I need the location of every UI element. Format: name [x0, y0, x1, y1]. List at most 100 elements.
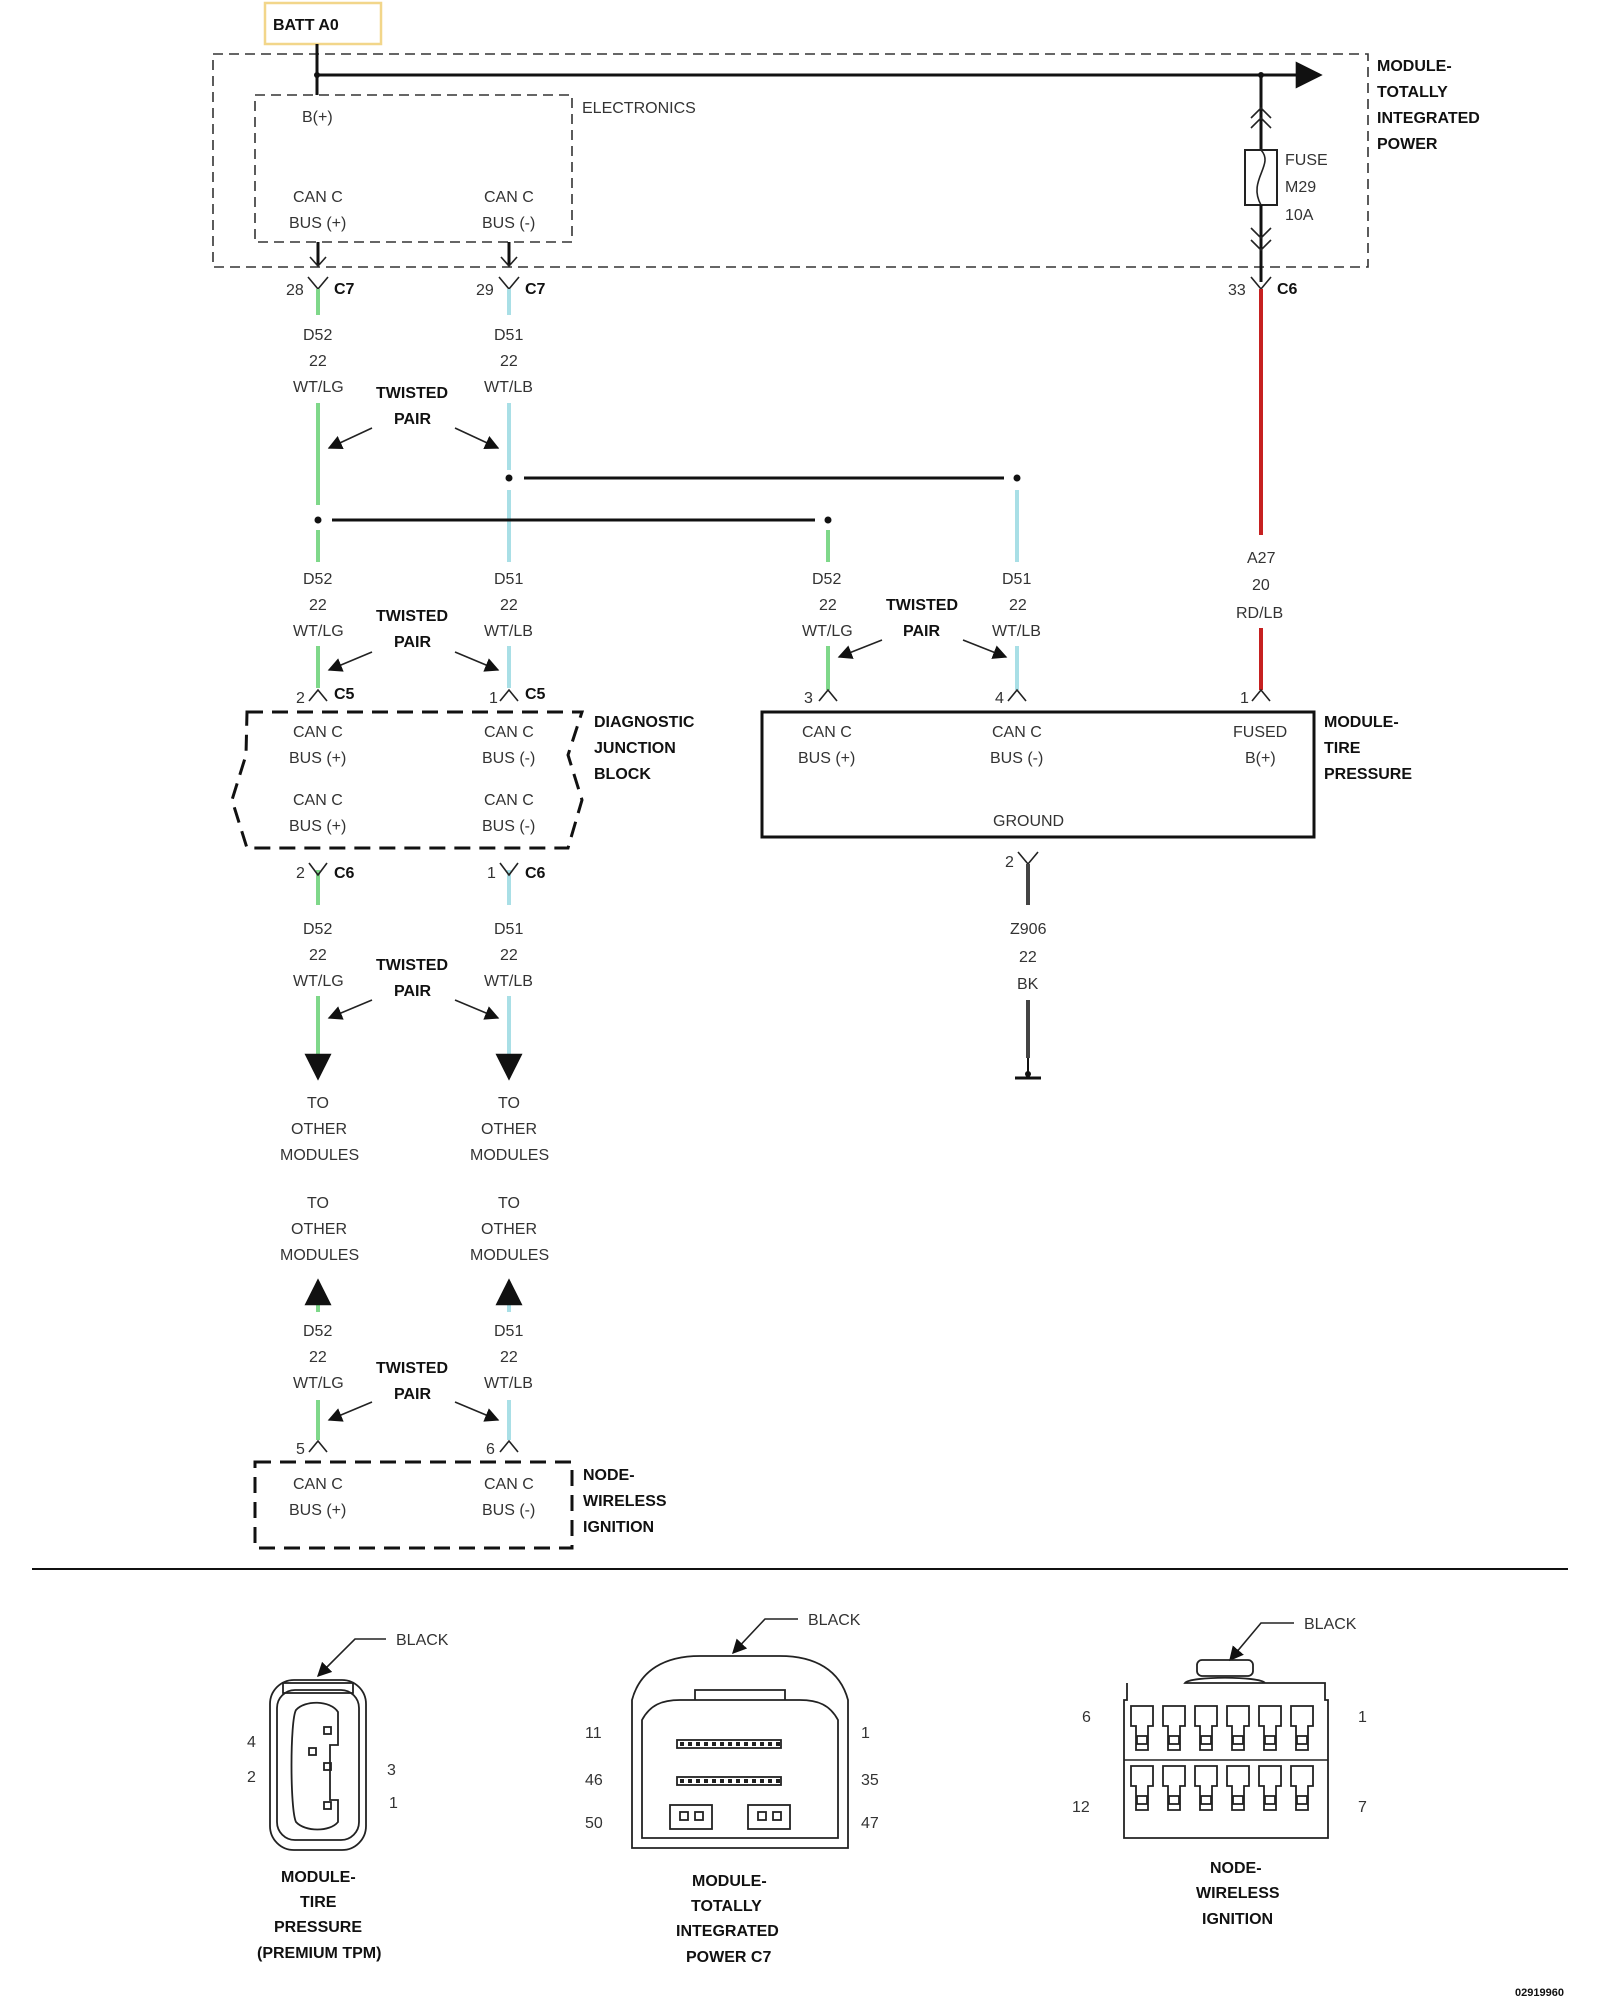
tip-can-c-left: CAN C	[293, 189, 343, 206]
win-view-cavity	[1258, 1705, 1282, 1751]
tpm-ground-pin	[1017, 851, 1039, 866]
wire-d52-r2-color: WT/LG	[293, 623, 344, 640]
twisted-arrow-4a	[327, 999, 373, 1020]
tpm-view-cavity	[290, 1701, 339, 1831]
splice-d51-left	[505, 474, 513, 482]
win-view-cavity	[1130, 1705, 1154, 1751]
b-plus-label: B(+)	[302, 109, 333, 126]
djb-bus-minus-1: BUS (-)	[482, 750, 535, 767]
twisted-arrow-4b	[454, 999, 500, 1020]
win-view-color-label: BLACK	[1304, 1616, 1357, 1633]
tip-view-latch	[694, 1689, 786, 1700]
tpm-view-leader	[316, 1638, 386, 1678]
wire-z906-color: BK	[1017, 976, 1039, 993]
djb-bus-plus-2: BUS (+)	[289, 818, 346, 835]
wire-d51-r1-color: WT/LB	[484, 379, 533, 396]
tpm-view-pin-b	[308, 1747, 317, 1756]
tip-bus-plus: BUS (+)	[289, 215, 346, 232]
tip-title-4: POWER	[1377, 136, 1438, 153]
tpm-view-pin-c	[323, 1762, 332, 1771]
tip-view-pin-dot	[680, 1742, 684, 1746]
tip-c7-right-pin	[498, 276, 520, 291]
tpm-pin-3	[818, 688, 838, 702]
to-other-1c: MODULES	[280, 1147, 359, 1164]
wire-d51-r4-color: WT/LB	[484, 1375, 533, 1392]
twisted-arrow-3a	[837, 639, 883, 659]
to-other-2c: MODULES	[470, 1147, 549, 1164]
wire-d52-tpm-gauge: 22	[819, 597, 837, 614]
wire-d51-r3-color: WT/LB	[484, 973, 533, 990]
tip-view-pin-1: 1	[861, 1725, 870, 1742]
djb-c6-left-name: C6	[334, 865, 355, 882]
splice-d52-left	[314, 516, 322, 524]
fuse-id: M29	[1285, 179, 1316, 196]
tip-view-pin-dot	[776, 1779, 780, 1783]
tip-view-pin-dot	[736, 1779, 740, 1783]
tip-view-pin-dot	[696, 1779, 700, 1783]
tpm-can-c-left: CAN C	[802, 724, 852, 741]
tip-title-3: INTEGRATED	[1377, 110, 1480, 127]
tip-view-pin-dot	[696, 1742, 700, 1746]
djb-c5-left-pin-number: 2	[296, 690, 305, 707]
tpm-view-pin-3: 3	[387, 1762, 396, 1779]
win-view-title-1: NODE-	[1210, 1860, 1262, 1877]
tip-module-outline	[212, 53, 1369, 268]
wire-d51-r4-gauge: 22	[500, 1349, 518, 1366]
tip-view-title-3: INTEGRATED	[676, 1923, 779, 1940]
tip-view-block-pin	[772, 1811, 782, 1821]
twisted-arrow-2a	[327, 651, 373, 672]
to-other-3b: OTHER	[291, 1221, 347, 1238]
tip-view-block-pin	[694, 1811, 704, 1821]
tip-view-pin-dot	[768, 1742, 772, 1746]
win-view-cavity	[1290, 1705, 1314, 1751]
tip-view-pin-dot	[704, 1742, 708, 1746]
wire-z906-id: Z906	[1010, 921, 1047, 938]
tip-view-block-right	[747, 1804, 791, 1830]
tip-view-pin-dot	[712, 1779, 716, 1783]
tip-view-pin-50: 50	[585, 1815, 603, 1832]
tpm-view-title-2: TIRE	[300, 1894, 337, 1911]
win-view-pin-12: 12	[1072, 1799, 1090, 1816]
twisted-arrow-5b	[454, 1401, 500, 1422]
djb-c6-left-pin	[308, 862, 328, 877]
connector-view-tip: BLACK 11 46 50 1 35 47 MODULE- TOTALLY I…	[585, 1612, 879, 1966]
wire-d52-tpm-id: D52	[812, 571, 841, 588]
twisted-pair-4-line2: PAIR	[394, 983, 431, 1000]
to-other-4b: OTHER	[481, 1221, 537, 1238]
twisted-arrow-1b	[454, 427, 500, 450]
wire-d51-r4-id: D51	[494, 1323, 523, 1340]
wire-d51-r1-gauge: 22	[500, 353, 518, 370]
tpm-view-housing-inner	[276, 1689, 360, 1841]
tip-view-pin-dot	[728, 1742, 732, 1746]
wireless-can-c-right: CAN C	[484, 1476, 534, 1493]
to-other-4c: MODULES	[470, 1247, 549, 1264]
batt-splice	[314, 72, 320, 78]
djb-can-c-4: CAN C	[484, 792, 534, 809]
tip-view-pin-35: 35	[861, 1772, 879, 1789]
djb-can-c-2: CAN C	[484, 724, 534, 741]
wire-z906-gauge: 22	[1019, 949, 1037, 966]
wire-d52-tpm-color: WT/LG	[802, 623, 853, 640]
djb-title-1: DIAGNOSTIC	[594, 714, 695, 731]
tpm-pin-3-number: 3	[804, 690, 813, 707]
djb-c6-left-pin-number: 2	[296, 865, 305, 882]
tpm-pin-4	[1007, 688, 1027, 702]
win-view-cavity	[1290, 1765, 1314, 1811]
twisted-pair-3-line2: PAIR	[903, 623, 940, 640]
tip-view-pin-dot	[760, 1779, 764, 1783]
to-other-3c: MODULES	[280, 1247, 359, 1264]
win-view-cavity	[1226, 1705, 1250, 1751]
connector-view-tpm: BLACK 4 2 3 1 MODULE- TIRE PRESSURE (PRE…	[247, 1632, 449, 1962]
djb-box	[230, 710, 585, 850]
win-view-title-2: WIRELESS	[1196, 1885, 1280, 1902]
tip-view-pin-dot	[688, 1779, 692, 1783]
win-view-pin-7: 7	[1358, 1799, 1367, 1816]
djb-c6-right-name: C6	[525, 865, 546, 882]
tip-view-inner	[641, 1699, 839, 1839]
fuse-rating: 10A	[1285, 207, 1314, 224]
wire-d51-tpm-gauge: 22	[1009, 597, 1027, 614]
djb-title-2: JUNCTION	[594, 740, 676, 757]
twisted-arrow-3b	[962, 639, 1008, 659]
tpm-view-pin-4: 4	[247, 1734, 256, 1751]
